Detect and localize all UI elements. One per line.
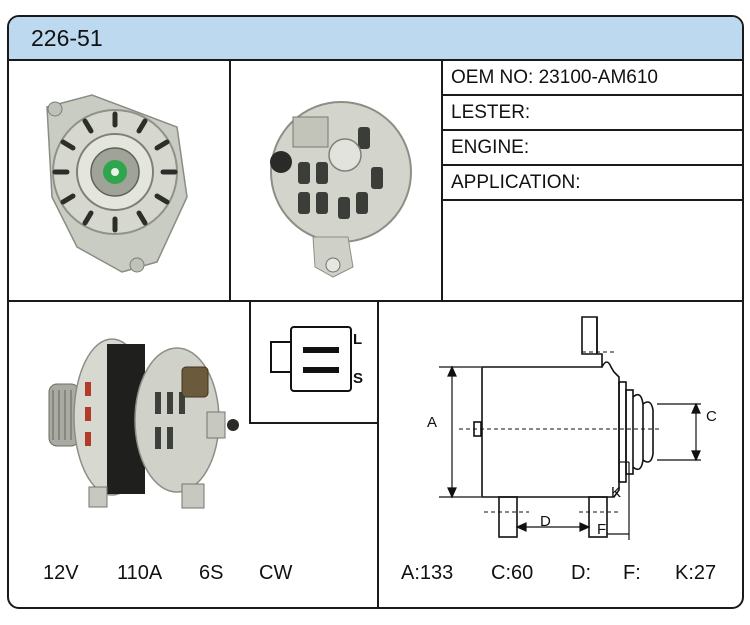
- oem-number: OEM NO: 23100-AM610: [451, 67, 658, 88]
- divider-h-connector: [249, 422, 378, 424]
- spec-dim-c: C:60: [491, 562, 534, 584]
- dim-label-c: C: [706, 408, 717, 425]
- divider-v-top-2: [441, 59, 443, 301]
- spec-rotation: CW: [259, 562, 293, 584]
- dimension-drawing: [419, 312, 729, 542]
- dim-label-d: D: [540, 513, 551, 530]
- spec-dim-d: D:: [571, 562, 591, 584]
- divider-h-info-3: [441, 164, 742, 166]
- engine-field: ENGINE:: [451, 137, 530, 158]
- spec-dim-a: A:133: [401, 562, 454, 584]
- dim-label-k: K: [611, 484, 622, 501]
- card-header: 226-51: [9, 17, 742, 61]
- spec-pulley: 6S: [199, 562, 224, 584]
- dim-label-a: A: [427, 414, 438, 431]
- connector-label-s: S: [353, 370, 364, 387]
- divider-v-top-1: [229, 59, 231, 301]
- divider-v-bottom-1: [249, 300, 251, 423]
- lester-field: LESTER:: [451, 102, 531, 123]
- divider-v-bottom-2: [377, 300, 379, 607]
- spec-dim-f: F:: [623, 562, 641, 584]
- product-card: 226-51 OEM NO: 23100-AM610 LESTER: ENGIN…: [7, 15, 744, 609]
- spec-amperage: 110A: [117, 562, 163, 584]
- spec-voltage: 12V: [43, 562, 79, 584]
- divider-h-info-4: [441, 199, 742, 201]
- divider-h-middle: [9, 300, 742, 302]
- alternator-side-photo: [37, 332, 242, 512]
- part-number-title: 226-51: [31, 25, 103, 51]
- alternator-rear-photo: [253, 87, 418, 282]
- connector-plug-icon: [261, 317, 371, 407]
- divider-h-info-1: [441, 94, 742, 96]
- connector-label-l: L: [353, 331, 363, 348]
- dim-label-f: F: [597, 521, 607, 538]
- divider-h-info-2: [441, 129, 742, 131]
- spec-dim-k: K:27: [675, 562, 717, 584]
- application-field: APPLICATION:: [451, 172, 581, 193]
- alternator-front-photo: [37, 87, 197, 277]
